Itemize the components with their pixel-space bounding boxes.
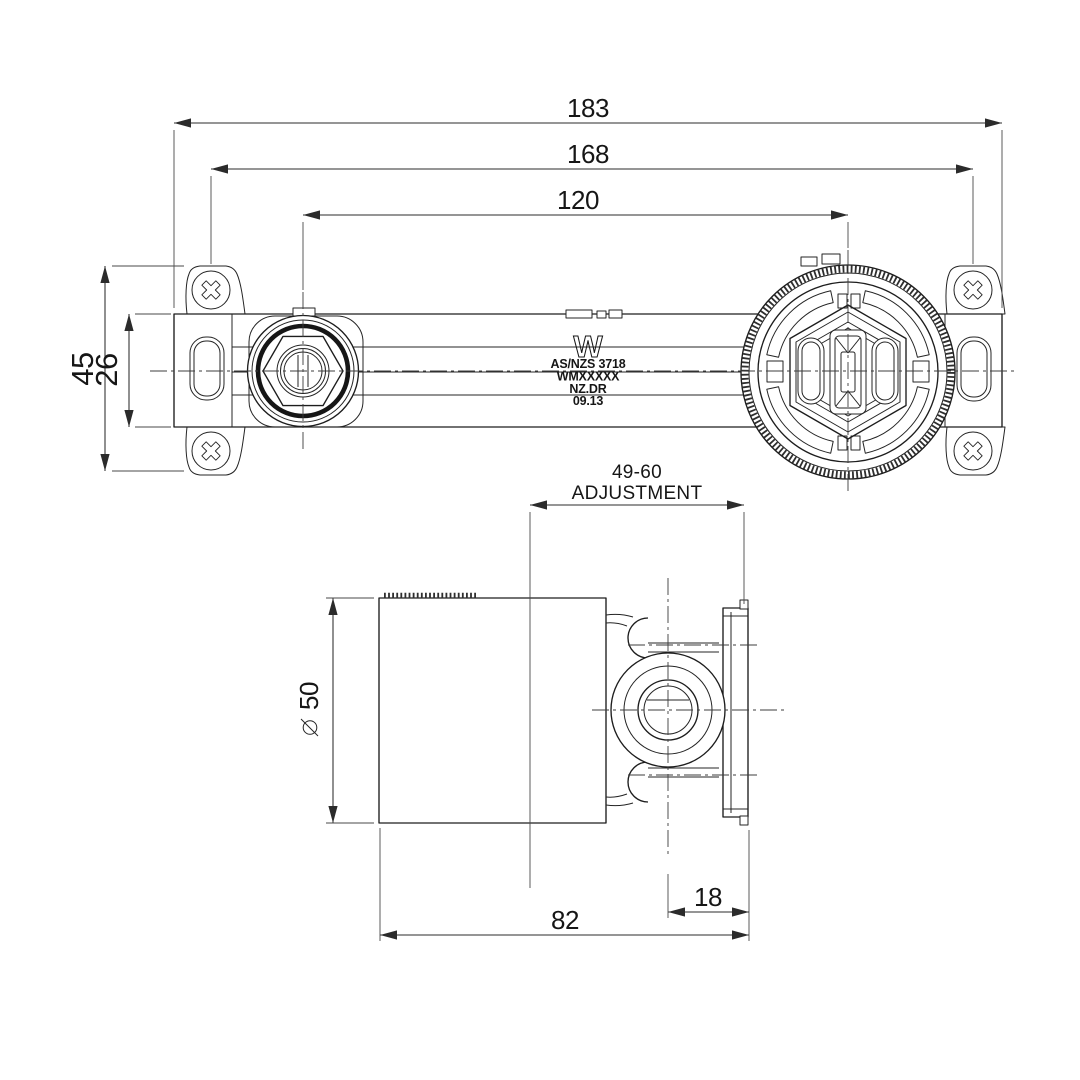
watermark-logo: W (573, 329, 603, 364)
phillips-icon (963, 441, 983, 461)
arc-slot (766, 290, 834, 358)
stem-chamfer-lines (835, 337, 861, 407)
top-edge-tab (596, 310, 607, 319)
wall-plate-flange-lines (723, 615, 748, 810)
plan-view: W AS/NZS 3718 WMXXXXX NZ.DR 09.13 183 16… (65, 93, 1014, 495)
side-notch (766, 360, 784, 383)
outlet-centres-dimension: 120 (302, 185, 849, 290)
centerlines-plan (150, 250, 1014, 495)
dim-label: 45 (65, 352, 100, 385)
overall-depth-dimension: 82 (379, 828, 750, 941)
extension-line (173, 130, 1003, 308)
extension-line (379, 828, 750, 941)
body-height-dimension: 26 (89, 313, 171, 428)
dim-label: 18 (694, 882, 722, 912)
extension-line (210, 176, 974, 264)
offset-depth-dimension: 18 (667, 874, 749, 918)
dimensions-plan: 183 168 120 45 26 (65, 93, 1003, 472)
centerlines-side (592, 578, 784, 858)
bracket-fasteners (189, 270, 993, 471)
dim-label: 49-60 (612, 462, 662, 483)
arm-hook (627, 761, 649, 803)
extension-line (302, 222, 849, 290)
screw (191, 270, 231, 310)
marking-standard: AS/NZS 3718 (551, 357, 626, 371)
dim-label: 82 (551, 905, 579, 935)
diameter-dimension: 50 (294, 597, 374, 824)
overall-width-dimension: 183 (173, 93, 1003, 308)
dim-label: 26 (89, 353, 124, 386)
dim-label: 50 (294, 682, 324, 710)
bracket-slot-inner (960, 340, 988, 398)
screw (191, 431, 231, 471)
top-edge-tab (292, 307, 316, 317)
bracket-slot (189, 336, 225, 401)
side-notch (912, 360, 930, 383)
extension-line (135, 313, 171, 428)
screw (953, 431, 993, 471)
phillips-icon (201, 280, 221, 300)
bracket-arm-lines (648, 642, 719, 778)
phillips-icon (201, 441, 221, 461)
marking-licence: WMXXXXX (557, 370, 620, 384)
knurl-top-tab (821, 253, 841, 265)
arc-slot (862, 386, 930, 454)
dim-label-word: ADJUSTMENT (572, 483, 703, 504)
cylinder-outline (378, 597, 607, 824)
top-edge-tab (565, 309, 593, 319)
dim-label: 120 (557, 185, 599, 215)
neck-profile (605, 613, 634, 807)
dimensions-side: 49-60 ADJUSTMENT 50 82 (294, 462, 750, 941)
wall-plate (722, 607, 749, 818)
side-view: 49-60 ADJUSTMENT 50 82 (294, 462, 784, 941)
extension-line (529, 512, 745, 888)
diameter-label: 50 (294, 682, 324, 737)
extension-line (112, 265, 184, 472)
retainer-arc-slots (766, 290, 930, 454)
top-edge-tab (608, 309, 623, 319)
top-notch (850, 293, 861, 309)
plate-step (739, 815, 749, 826)
compliance-markings: W AS/NZS 3718 WMXXXXX NZ.DR 09.13 (551, 328, 626, 408)
arc-slot (862, 290, 930, 358)
knurl-top-tab (800, 256, 818, 267)
arc-slot (766, 386, 834, 454)
marking-date: 09.13 (573, 394, 604, 408)
bracket-slot-inner (193, 340, 221, 397)
diameter-icon (300, 718, 319, 737)
extension-line (326, 597, 374, 824)
bracket-slot (956, 336, 992, 402)
bottom-notch (850, 435, 861, 451)
dim-label: 183 (567, 93, 609, 123)
valve-block (605, 599, 749, 826)
fixing-centres-dimension: 168 (210, 139, 974, 264)
phillips-icon (963, 280, 983, 300)
adjustment-dimension: 49-60 ADJUSTMENT (529, 462, 745, 888)
screw (953, 270, 993, 310)
cylinder-body (378, 592, 607, 824)
dim-label: 168 (567, 139, 609, 169)
arm-hook (627, 617, 649, 659)
marking-region: NZ.DR (569, 382, 606, 396)
bracket-height-dimension: 45 (65, 265, 184, 472)
